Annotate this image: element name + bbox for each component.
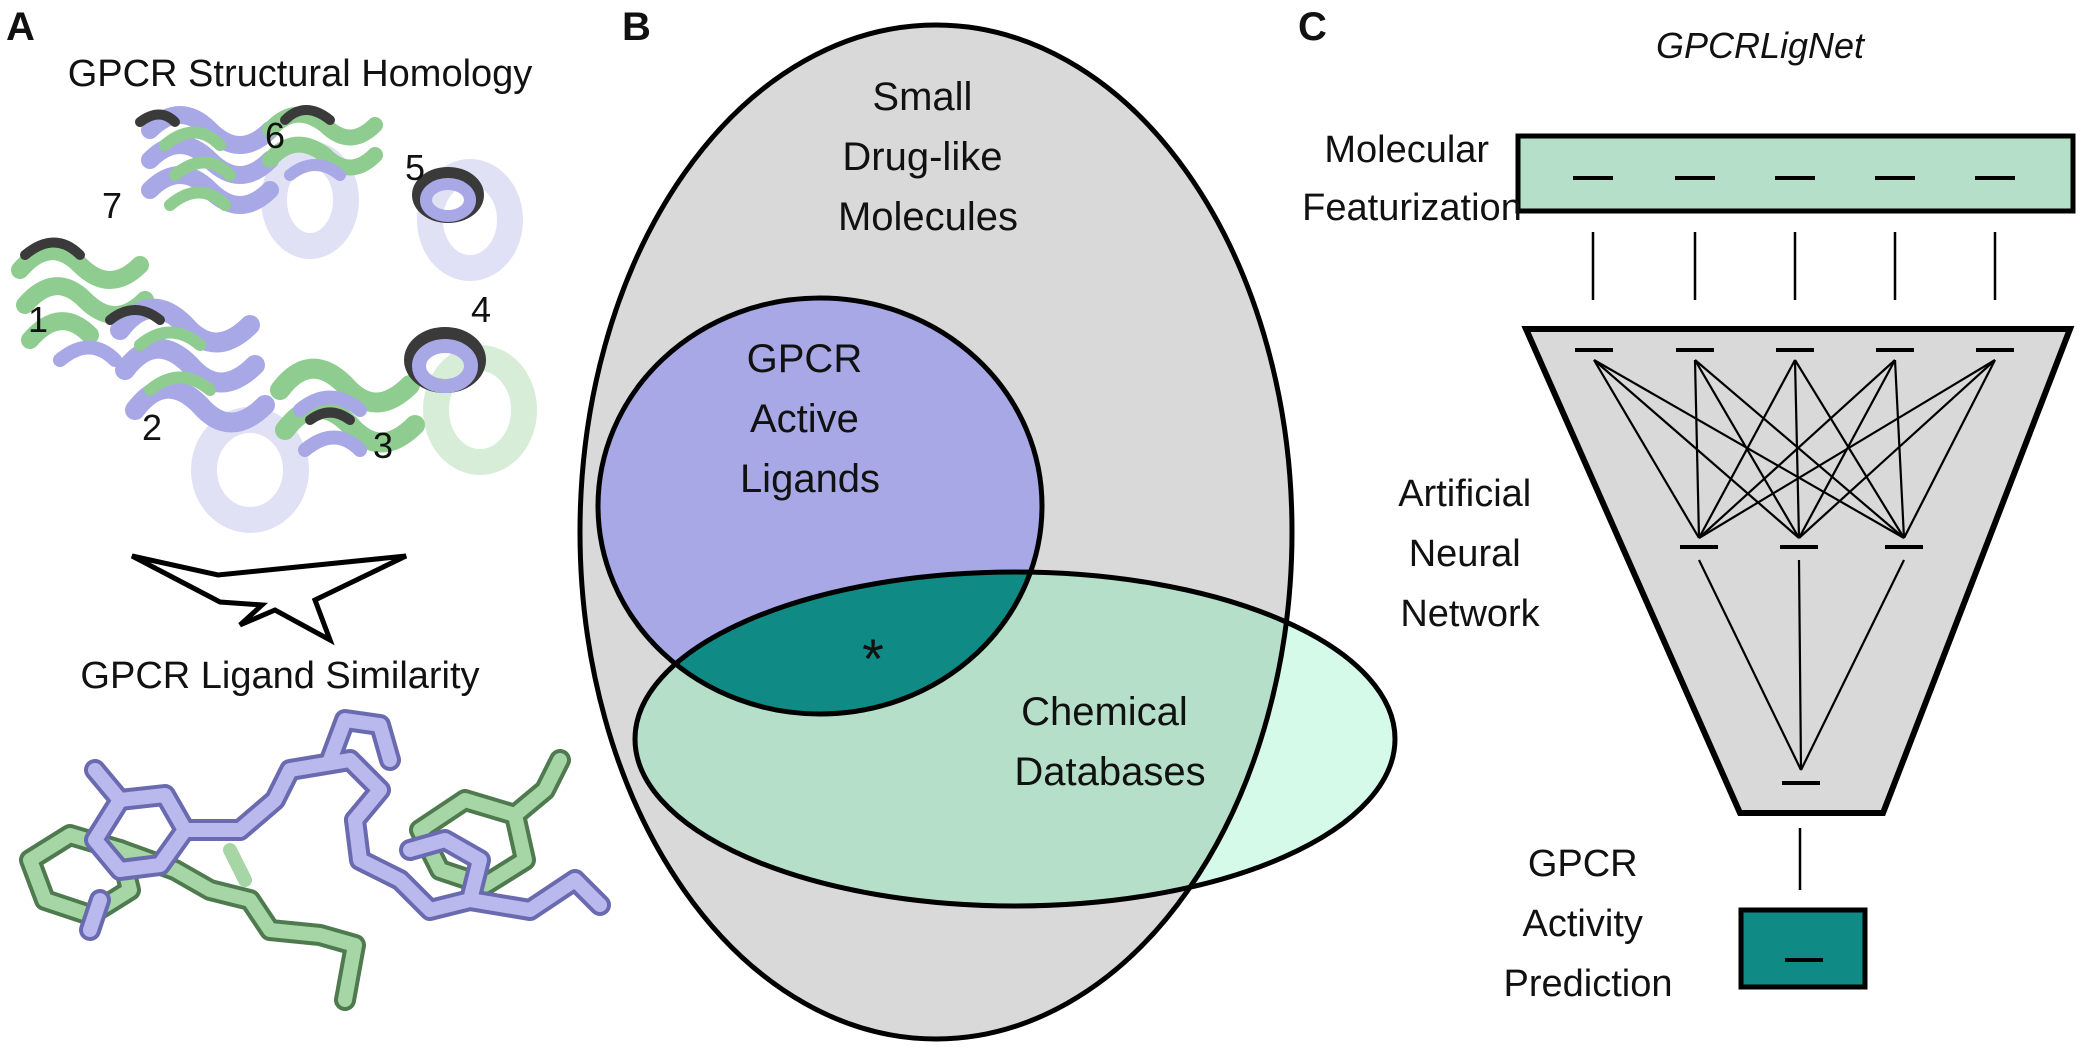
drug-like-molecules-outline — [577, 22, 1295, 1042]
artificial-neural-network-label: Artificial Neural Network — [1398, 473, 1542, 635]
chemical-databases-outline — [632, 569, 1398, 909]
drug-like-molecules-label: Small Drug-like Molecules — [838, 75, 1018, 239]
helix-number-6: 6 — [265, 115, 285, 156]
helix-number-3: 3 — [373, 425, 393, 466]
intersection-asterisk: * — [862, 627, 884, 690]
ligand-similarity-caption: GPCR Ligand Similarity — [80, 655, 479, 697]
gpcr-active-ligands-outline — [595, 295, 1045, 717]
helix-number-4: 4 — [471, 289, 491, 330]
ligand-database-intersection — [635, 572, 1042, 714]
merge-arrow-icon — [130, 553, 408, 646]
featurization-box — [1515, 133, 2076, 214]
panel-b-letter: B — [622, 5, 651, 49]
network-connections — [1593, 359, 1996, 771]
gpcr-activity-prediction-label: GPCR Activity Prediction — [1504, 843, 1673, 1005]
prediction-box — [1738, 907, 1868, 990]
panel-c-letter: C — [1298, 5, 1327, 49]
helix-number-1: 1 — [28, 299, 48, 340]
feature-connectors — [1591, 232, 1997, 300]
panel-b: B Small Drug-like Molecules GPCR Active … — [577, 5, 1398, 1042]
molecular-featurization-label: Molecular Featurization — [1302, 129, 1522, 229]
helix-number-5: 5 — [405, 147, 425, 188]
gpcrlignet-title: GPCRLigNet — [1656, 25, 1866, 66]
helix-number-7: 7 — [102, 185, 122, 226]
gpcr-active-ligands-label: GPCR Active Ligands — [740, 337, 880, 501]
helix-bundle-illustration — [11, 105, 537, 533]
panel-c: C GPCRLigNet Molecular Featurization — [1298, 5, 2076, 1005]
neural-network-funnel — [1521, 326, 2075, 816]
panel-a: A GPCR Structural Homology — [6, 5, 611, 1011]
panel-a-letter: A — [6, 5, 35, 49]
helix-number-2: 2 — [142, 407, 162, 448]
structural-homology-caption: GPCR Structural Homology — [68, 53, 533, 95]
chemical-databases-label: Chemical Databases — [1014, 690, 1205, 794]
ligand-overlay-illustration — [19, 709, 611, 1011]
